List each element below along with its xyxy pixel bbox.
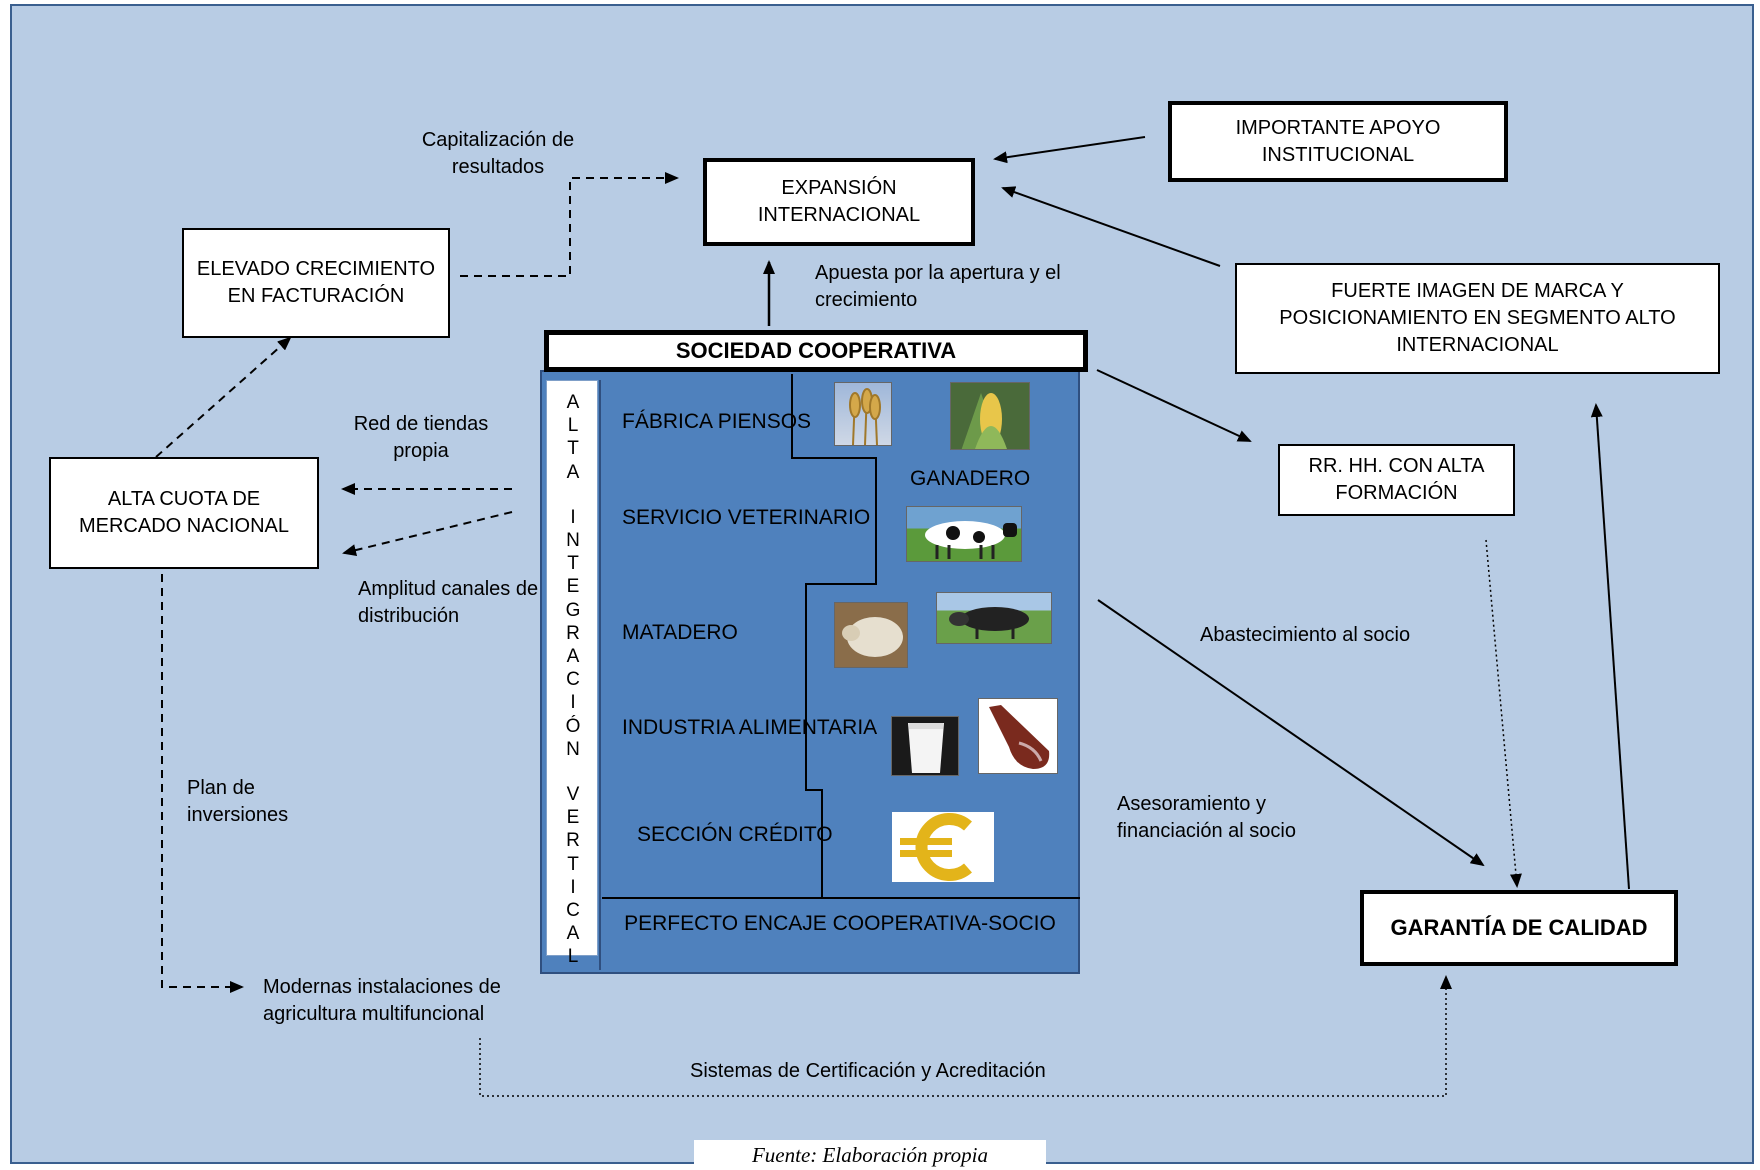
pig-icon — [936, 592, 1052, 644]
arrow-coop-garantia — [1097, 599, 1485, 867]
section-fabrica-piensos: FÁBRICA PIENSOS — [622, 410, 812, 433]
vertical-letter: G — [565, 599, 581, 621]
box-garantia-calidad: GARANTÍA DE CALIDAD — [1360, 890, 1678, 966]
vertical-letter: R — [566, 622, 580, 644]
vertical-letter: L — [567, 946, 579, 968]
label-capitalizacion: Capitalización de resultados — [421, 129, 575, 178]
vertical-letter: T — [567, 438, 579, 460]
vertical-letter: L — [567, 415, 579, 437]
label-plan-inversiones: Plan de inversiones — [187, 777, 289, 826]
arrow-plan-inversiones — [161, 574, 244, 993]
arrow-coop-rrhh — [1096, 369, 1252, 442]
vertical-letter: N — [566, 738, 580, 760]
cow-icon — [906, 506, 1022, 562]
label-asesoramiento: Asesoramiento y financiación al socio — [1117, 793, 1296, 842]
vertical-letter: N — [566, 530, 580, 551]
label-ganadero: GANADERO — [910, 467, 1031, 490]
arrow-cuota-facturacion — [155, 336, 292, 458]
arrow-apoyo-expansion — [993, 136, 1146, 164]
box-imagen-marca: FUERTE IMAGEN DE MARCA Y POSICIONAMIENTO… — [1235, 263, 1720, 374]
arrow-amplitud — [342, 511, 513, 556]
label-modernas-instalaciones: Modernas instalaciones de agricultura mu… — [263, 976, 501, 1025]
box-expansion-internacional: EXPANSIÓN INTERNACIONAL — [703, 158, 975, 246]
vertical-letter: R — [566, 830, 580, 852]
vertical-letter: A — [566, 923, 580, 945]
vertical-letter: Ó — [565, 715, 581, 737]
ham-icon — [978, 698, 1058, 774]
label-sistemas-certificacion: Sistemas de Certificación y Acreditación — [690, 1060, 1046, 1082]
box-apoyo-institucional: IMPORTANTE APOYO INSTITUCIONAL — [1168, 101, 1508, 182]
vertical-letter: I — [570, 876, 576, 898]
euro-sign-icon — [892, 812, 994, 882]
box-cuota-mercado: ALTA CUOTA DE MERCADO NACIONAL — [49, 457, 319, 569]
vertical-letter: T — [567, 553, 579, 575]
box-elevado-crecimiento: ELEVADO CRECIMIENTO EN FACTURACIÓN — [182, 228, 450, 338]
vertical-letter: C — [566, 669, 580, 691]
arrow-marca-expansion — [1001, 186, 1221, 267]
milk-glass-icon — [891, 716, 959, 776]
label-abastecimiento: Abastecimiento al socio — [1200, 624, 1411, 646]
vertical-letter: I — [570, 692, 576, 714]
vertical-letter: E — [566, 576, 580, 598]
vertical-letter: A — [566, 392, 580, 413]
vertical-letter: T — [567, 853, 579, 875]
label-apuesta: Apuesta por la apertura y el crecimiento — [815, 262, 1061, 311]
section-industria-alimentaria: INDUSTRIA ALIMENTARIA — [622, 716, 878, 739]
label-amplitud: Amplitud canales de distribución — [358, 578, 539, 627]
vertical-letter: A — [566, 461, 580, 483]
source-note: Fuente: Elaboración propia — [694, 1140, 1046, 1168]
section-seccion-credito: SECCIÓN CRÉDITO — [637, 823, 833, 846]
arrow-garantia-marca — [1590, 403, 1630, 890]
vertical-letter: A — [566, 646, 580, 667]
arrow-capitalizacion — [460, 172, 679, 277]
vertical-letter: V — [566, 784, 580, 805]
section-matadero: MATADERO — [622, 621, 738, 644]
vertical-letter: C — [566, 900, 580, 921]
vertical-letter: E — [566, 807, 580, 829]
label-perfecto-encaje: PERFECTO ENCAJE COOPERATIVA-SOCIO — [624, 912, 1056, 935]
wheat-icon — [834, 382, 892, 446]
vertical-letter: I — [570, 506, 576, 528]
sheep-icon — [834, 602, 908, 668]
label-red-tiendas: Red de tiendas propia — [353, 413, 489, 462]
corn-icon — [950, 382, 1030, 450]
arrow-sistemas — [479, 975, 1452, 1097]
section-servicio-veterinario: SERVICIO VETERINARIO — [622, 506, 871, 529]
cooperativa-title: SOCIEDAD COOPERATIVA — [544, 330, 1088, 372]
box-rrhh: RR. HH. CON ALTA FORMACIÓN — [1278, 444, 1515, 516]
